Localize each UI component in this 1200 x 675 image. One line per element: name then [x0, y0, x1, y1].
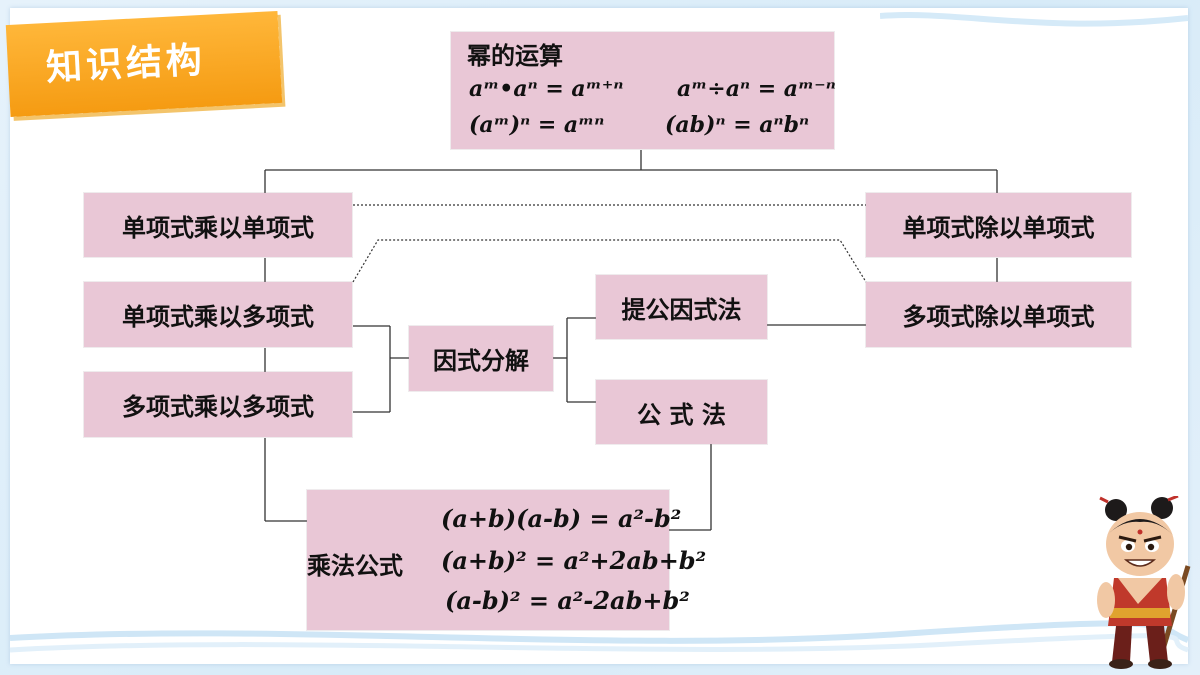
node-mono-times-poly: 单项式乘以多项式	[84, 282, 352, 347]
node-mono-div-mono: 单项式除以单项式	[866, 193, 1131, 257]
node-common-factor-method: 提公因式法	[596, 275, 767, 339]
formula-square-of-difference: (a-b)² = a²-2ab+b²	[445, 586, 690, 615]
formula-square-of-sum: (a+b)² = a²+2ab+b²	[441, 546, 707, 575]
multiplication-formulas-label: 乘法公式	[307, 552, 403, 580]
power-formula-power: (aᵐ)ⁿ = aᵐⁿ	[469, 112, 605, 138]
node-power-operations: 幂的运算 aᵐ•aⁿ = aᵐ⁺ⁿ aᵐ÷aⁿ = aᵐ⁻ⁿ (aᵐ)ⁿ = a…	[451, 32, 836, 149]
node-factorization: 因式分解	[409, 326, 553, 391]
power-operations-title: 幂的运算	[467, 42, 563, 70]
node-formula-method: 公 式 法	[596, 380, 767, 444]
power-formula-quotient: aᵐ÷aⁿ = aᵐ⁻ⁿ	[677, 76, 836, 102]
node-multiplication-formulas: 乘法公式 (a+b)(a-b) = a²-b² (a+b)² = a²+2ab+…	[307, 490, 706, 630]
node-poly-times-poly: 多项式乘以多项式	[84, 372, 352, 437]
power-formula-product-power: (ab)ⁿ = aⁿbⁿ	[665, 112, 810, 138]
formula-difference-of-squares: (a+b)(a-b) = a²-b²	[441, 504, 682, 533]
power-formula-product: aᵐ•aⁿ = aᵐ⁺ⁿ	[469, 76, 624, 102]
node-poly-div-mono: 多项式除以单项式	[866, 282, 1131, 347]
node-mono-times-mono: 单项式乘以单项式	[84, 193, 352, 257]
cartoon-character-illustration	[1097, 496, 1191, 669]
